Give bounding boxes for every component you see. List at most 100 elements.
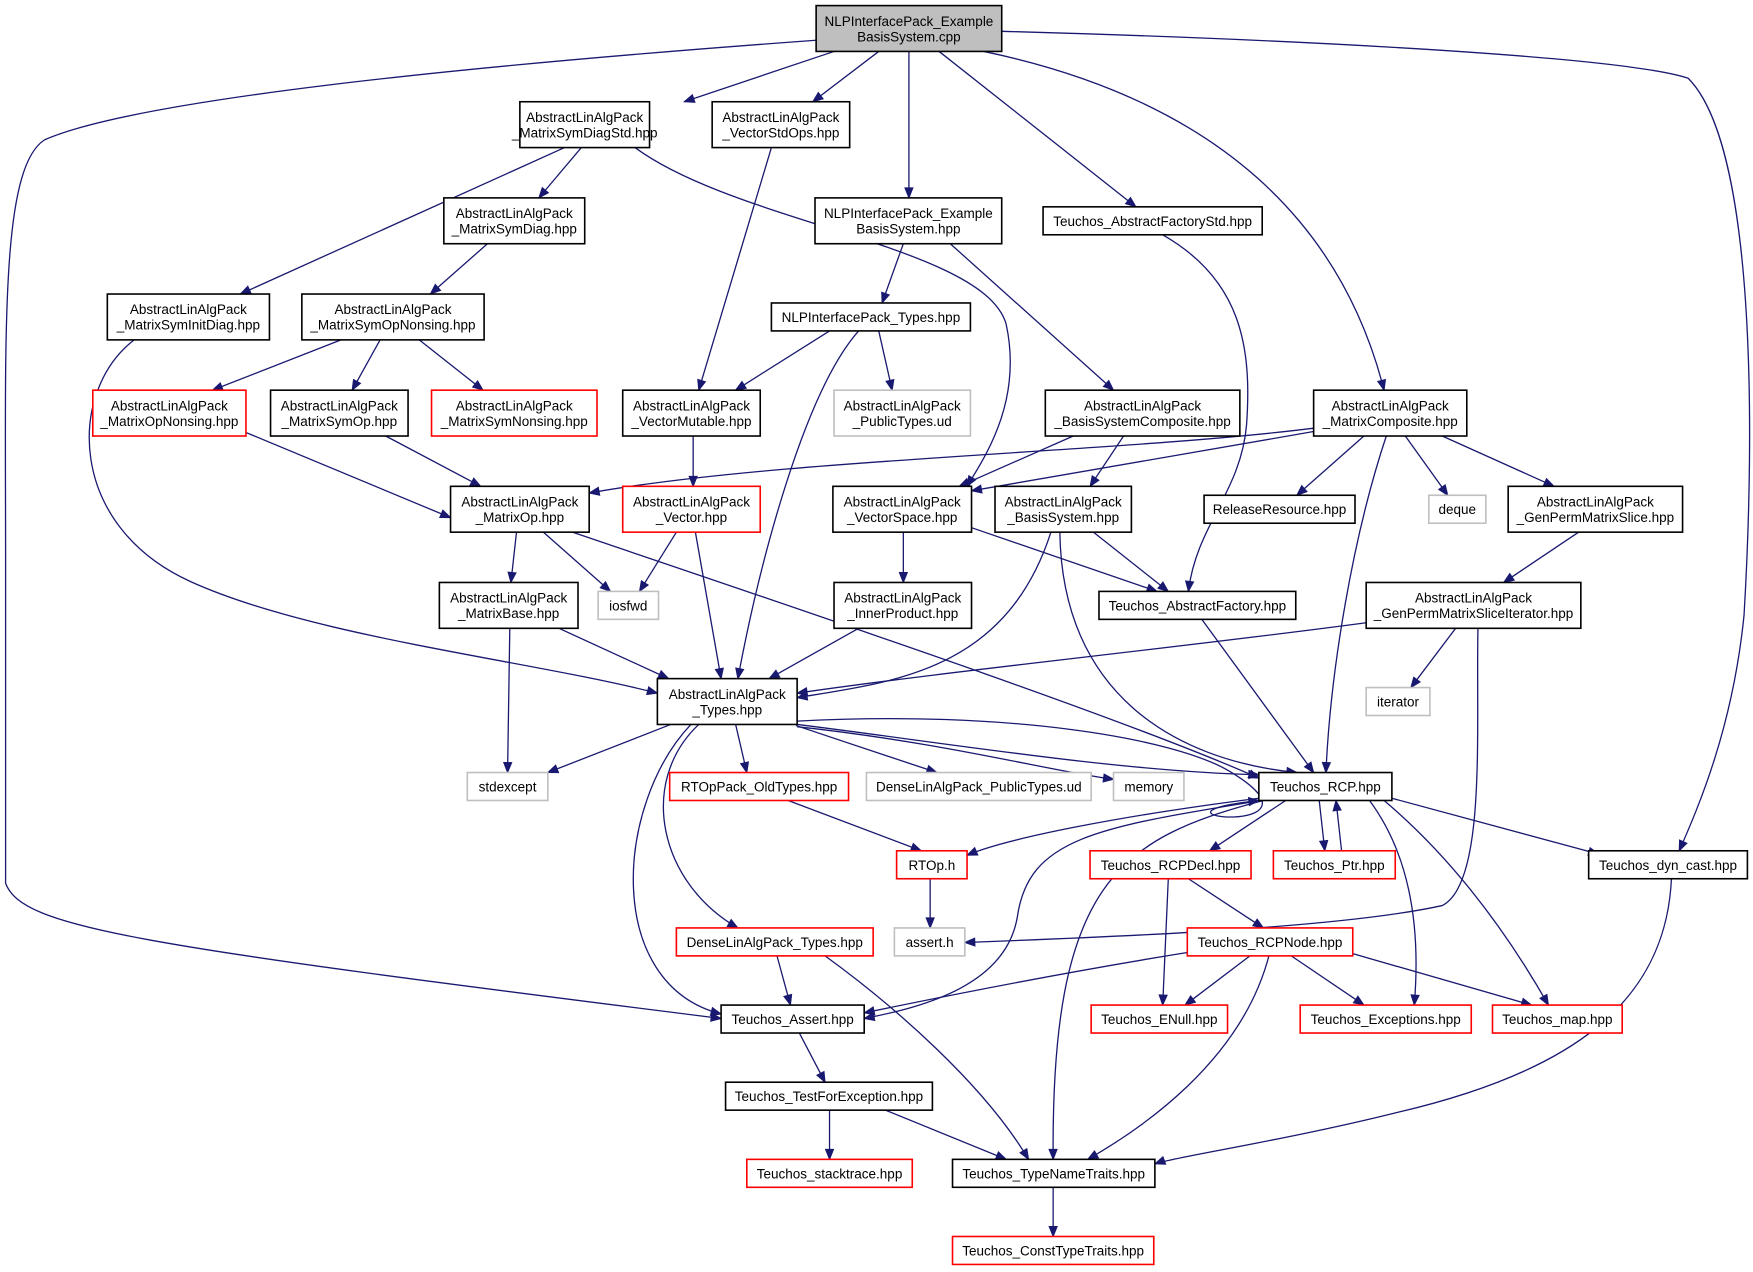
edge-mop-to-iosfwd — [542, 531, 611, 592]
edge-rcp-to-rtop — [966, 797, 1259, 856]
node-label: AbstractLinAlgPack — [334, 302, 451, 317]
edge-root-to-dyncast — [1001, 30, 1751, 852]
node-gpmsi[interactable]: AbstractLinAlgPack_GenPermMatrixSliceIte… — [1365, 581, 1582, 630]
arrowhead-af-to-rcp — [1303, 761, 1315, 774]
edge-mso-to-mop — [385, 435, 482, 487]
node-label: AbstractLinAlgPack — [456, 398, 573, 413]
arrowhead-nlpebs-to-nlpt — [881, 291, 891, 305]
edge-dyncast-to-tnt — [1154, 878, 1673, 1165]
node-label: BasisSystem.hpp — [856, 222, 960, 237]
node-label: _Vector.hpp — [655, 510, 727, 525]
node-st[interactable]: Teuchos_stacktrace.hpp — [746, 1158, 914, 1189]
node-box — [1089, 849, 1252, 880]
node-afs[interactable]: Teuchos_AbstractFactoryStd.hpp — [1042, 206, 1264, 236]
node-dlpt[interactable]: DenseLinAlgPack_PublicTypes.ud — [865, 771, 1092, 802]
node-map[interactable]: Teuchos_map.hpp — [1491, 1004, 1624, 1034]
arrowhead-mc-to-vs — [970, 484, 983, 494]
node-exc[interactable]: Teuchos_Exceptions.hpp — [1299, 1004, 1473, 1034]
arrowhead-root-to-dyncast — [1678, 839, 1688, 853]
edge-msds-to-vs — [634, 147, 1011, 487]
node-iosfwd[interactable]: iosfwd — [597, 590, 660, 621]
arrowhead-types-to-rcp — [1248, 769, 1261, 780]
node-rcpnode[interactable]: Teuchos_RCPNode.hpp — [1186, 927, 1354, 957]
node-nlpt[interactable]: NLPInterfacePack_Types.hpp — [770, 302, 972, 332]
arrowhead-root-to-nlpebs — [904, 187, 914, 200]
node-label: Teuchos_stacktrace.hpp — [757, 1166, 903, 1181]
node-pt[interactable]: AbstractLinAlgPack_PublicTypes.ud — [833, 389, 972, 437]
node-label: _PublicTypes.ud — [852, 414, 952, 429]
node-tfe[interactable]: Teuchos_TestForException.hpp — [724, 1081, 934, 1111]
node-mc[interactable]: AbstractLinAlgPack_MatrixComposite.hpp — [1312, 389, 1468, 437]
node-rcpdecl[interactable]: Teuchos_RCPDecl.hpp — [1089, 849, 1252, 880]
node-label: Teuchos_TypeNameTraits.hpp — [962, 1166, 1145, 1181]
node-label: AbstractLinAlgPack — [669, 687, 786, 702]
node-types[interactable]: AbstractLinAlgPack_Types.hpp — [656, 677, 798, 726]
node-label: _MatrixSymInitDiag.hpp — [116, 318, 260, 333]
arrowhead-nlpt-to-types — [735, 667, 745, 680]
arrowhead-msid-to-types — [646, 685, 659, 696]
node-vso[interactable]: AbstractLinAlgPack_VectorStdOps.hpp — [711, 100, 851, 149]
node-label: _GenPermMatrixSliceIterator.hpp — [1373, 606, 1574, 621]
node-vec[interactable]: AbstractLinAlgPack_Vector.hpp — [621, 485, 762, 533]
node-label: AbstractLinAlgPack — [526, 110, 643, 125]
node-memory[interactable]: memory — [1112, 771, 1185, 802]
arrowhead-msds-to-msid — [239, 285, 252, 295]
edge-types-to-stdexcept — [547, 723, 672, 774]
node-box — [269, 389, 409, 437]
edge-nlpt-to-vm — [735, 330, 830, 391]
node-vm[interactable]: AbstractLinAlgPack_VectorMutable.hpp — [621, 389, 762, 437]
node-ip[interactable]: AbstractLinAlgPack_InnerProduct.hpp — [833, 581, 973, 630]
node-stdexcept[interactable]: stdexcept — [466, 771, 549, 802]
node-mso[interactable]: AbstractLinAlgPack_MatrixSymOp.hpp — [269, 389, 409, 437]
edge-mc-to-vs — [971, 430, 1314, 492]
node-ptr[interactable]: Teuchos_Ptr.hpp — [1272, 849, 1397, 880]
edge-mop-to-rcp — [572, 531, 1260, 779]
edge-rcpnode-to-tassert — [864, 951, 1188, 1014]
node-label: AbstractLinAlgPack — [844, 494, 961, 509]
node-gpms[interactable]: AbstractLinAlgPack_GenPermMatrixSlice.hp… — [1507, 485, 1684, 533]
node-label: ReleaseResource.hpp — [1213, 502, 1347, 517]
node-msd[interactable]: AbstractLinAlgPack_MatrixSymDiag.hpp — [443, 197, 586, 245]
node-label: Teuchos_map.hpp — [1502, 1012, 1612, 1027]
node-asserth[interactable]: assert.h — [893, 927, 966, 957]
node-dyncast[interactable]: Teuchos_dyn_cast.hpp — [1587, 849, 1749, 880]
node-box — [449, 485, 590, 533]
node-msds[interactable]: AbstractLinAlgPack_MatrixSymDiagStd.hpp — [511, 100, 658, 149]
node-msopn[interactable]: AbstractLinAlgPack_MatrixSymOpNonsing.hp… — [301, 293, 485, 341]
node-tassert[interactable]: Teuchos_Assert.hpp — [720, 1004, 865, 1034]
node-rr[interactable]: ReleaseResource.hpp — [1203, 494, 1356, 525]
node-rtopold[interactable]: RTOpPack_OldTypes.hpp — [668, 771, 850, 802]
node-bs[interactable]: AbstractLinAlgPack_BasisSystem.hpp — [994, 485, 1133, 533]
edge-mc-to-mop — [589, 427, 1314, 494]
node-vs[interactable]: AbstractLinAlgPack_VectorSpace.hpp — [832, 485, 973, 533]
node-deque[interactable]: deque — [1427, 494, 1487, 525]
node-rtop[interactable]: RTOp.h — [895, 849, 968, 880]
node-label: _VectorStdOps.hpp — [721, 125, 839, 140]
node-mop[interactable]: AbstractLinAlgPack_MatrixOp.hpp — [449, 485, 590, 533]
node-tnt[interactable]: Teuchos_TypeNameTraits.hpp — [951, 1158, 1156, 1189]
arrowhead-nlpebs-to-bsc — [1102, 379, 1115, 392]
node-enull[interactable]: Teuchos_ENull.hpp — [1090, 1004, 1229, 1034]
node-ctt[interactable]: Teuchos_ConstTypeTraits.hpp — [951, 1235, 1155, 1266]
node-mopn[interactable]: AbstractLinAlgPack_MatrixOpNonsing.hpp — [91, 389, 247, 437]
arrowhead-rtopold-to-rtop — [909, 842, 923, 852]
node-label: Teuchos_TestForException.hpp — [735, 1089, 923, 1104]
arrowhead-root-to-afs — [1124, 196, 1137, 208]
node-af[interactable]: Teuchos_AbstractFactory.hpp — [1098, 590, 1297, 621]
node-label: AbstractLinAlgPack — [1005, 494, 1122, 509]
node-box — [724, 1081, 934, 1111]
edge-ip-to-types — [768, 627, 859, 680]
node-msid[interactable]: AbstractLinAlgPack_MatrixSymInitDiag.hpp — [106, 293, 271, 341]
node-rcp[interactable]: Teuchos_RCP.hpp — [1258, 771, 1393, 802]
node-iterator[interactable]: iterator — [1365, 686, 1431, 717]
node-dlat[interactable]: DenseLinAlgPack_Types.hpp — [675, 927, 874, 957]
node-bsc[interactable]: AbstractLinAlgPack_BasisSystemComposite.… — [1044, 389, 1241, 437]
arrowhead-rcp-to-rcpdecl — [1208, 841, 1222, 852]
node-box — [865, 771, 1092, 802]
node-mb[interactable]: AbstractLinAlgPack_MatrixBase.hpp — [438, 581, 579, 630]
arrowhead-mc-to-gpms — [1542, 477, 1556, 487]
node-msn[interactable]: AbstractLinAlgPack_MatrixSymNonsing.hpp — [430, 389, 598, 437]
node-label: _MatrixComposite.hpp — [1322, 414, 1458, 429]
